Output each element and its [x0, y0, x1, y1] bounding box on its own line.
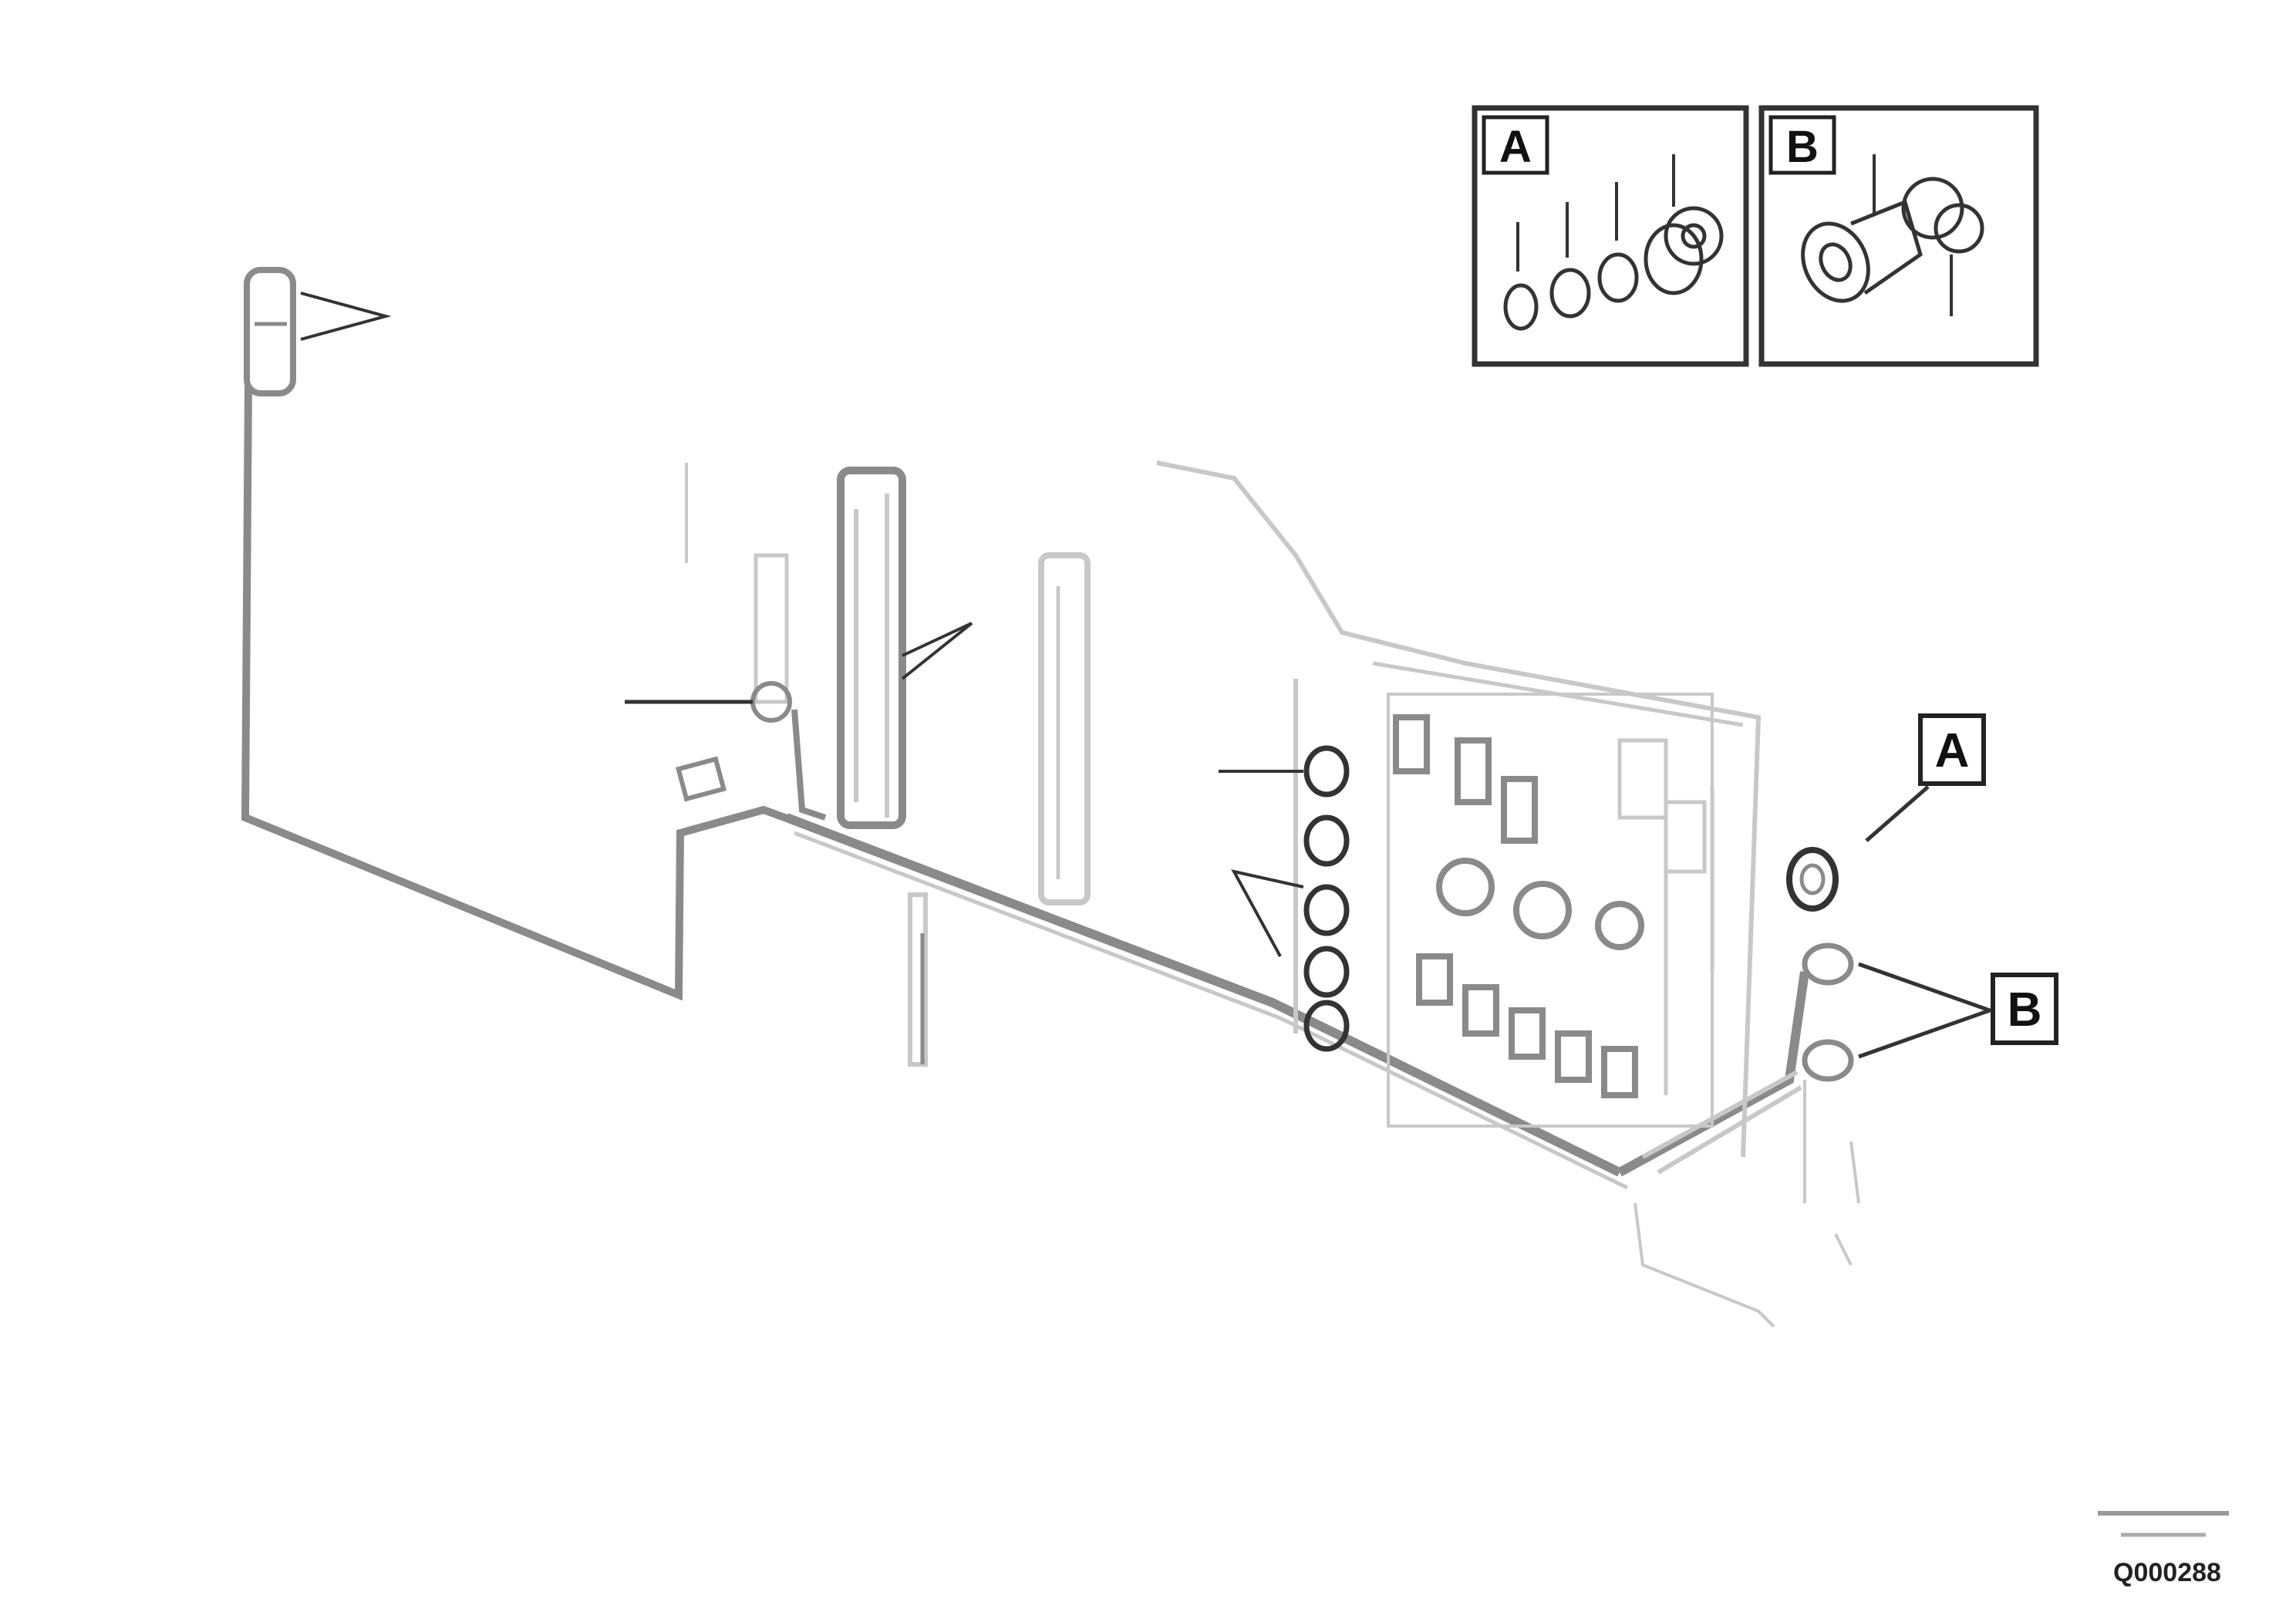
reference-stamp: Q000288	[2098, 1511, 2229, 1587]
detail-view-a: A	[1472, 105, 1749, 367]
connector-a: A	[1786, 713, 1986, 912]
leader-line	[1865, 785, 1930, 842]
leader-line	[1231, 869, 1304, 957]
leader-line	[901, 622, 973, 680]
leader-line	[300, 292, 392, 341]
fuse-strip-upper	[837, 467, 973, 829]
faint-lower-lines	[1633, 1080, 1860, 1328]
fitting-group	[1801, 154, 1984, 316]
distribution-box	[1156, 460, 1762, 1158]
detail-view-a-label: A	[1499, 122, 1532, 172]
drawing-code: Q000288	[2113, 1558, 2221, 1587]
relay-column	[1303, 745, 1350, 1052]
detail-view-b: B	[1758, 105, 2039, 367]
detail-view-b-label: B	[1786, 122, 1819, 172]
fuse-strip-middle	[908, 552, 1091, 1067]
leader-line	[1858, 962, 1996, 1059]
main-harness	[784, 813, 1809, 1190]
connector-b: B	[1802, 943, 2058, 1082]
connector-b-callout: B	[2008, 983, 2042, 1037]
seal-rings-group	[1503, 154, 1724, 331]
relay-bracket	[625, 463, 827, 821]
cable-harness-left	[241, 267, 850, 1001]
connector-a-callout: A	[1935, 724, 1970, 777]
fuse-cluster	[1393, 714, 1644, 1098]
faint-components	[1617, 738, 1714, 1095]
